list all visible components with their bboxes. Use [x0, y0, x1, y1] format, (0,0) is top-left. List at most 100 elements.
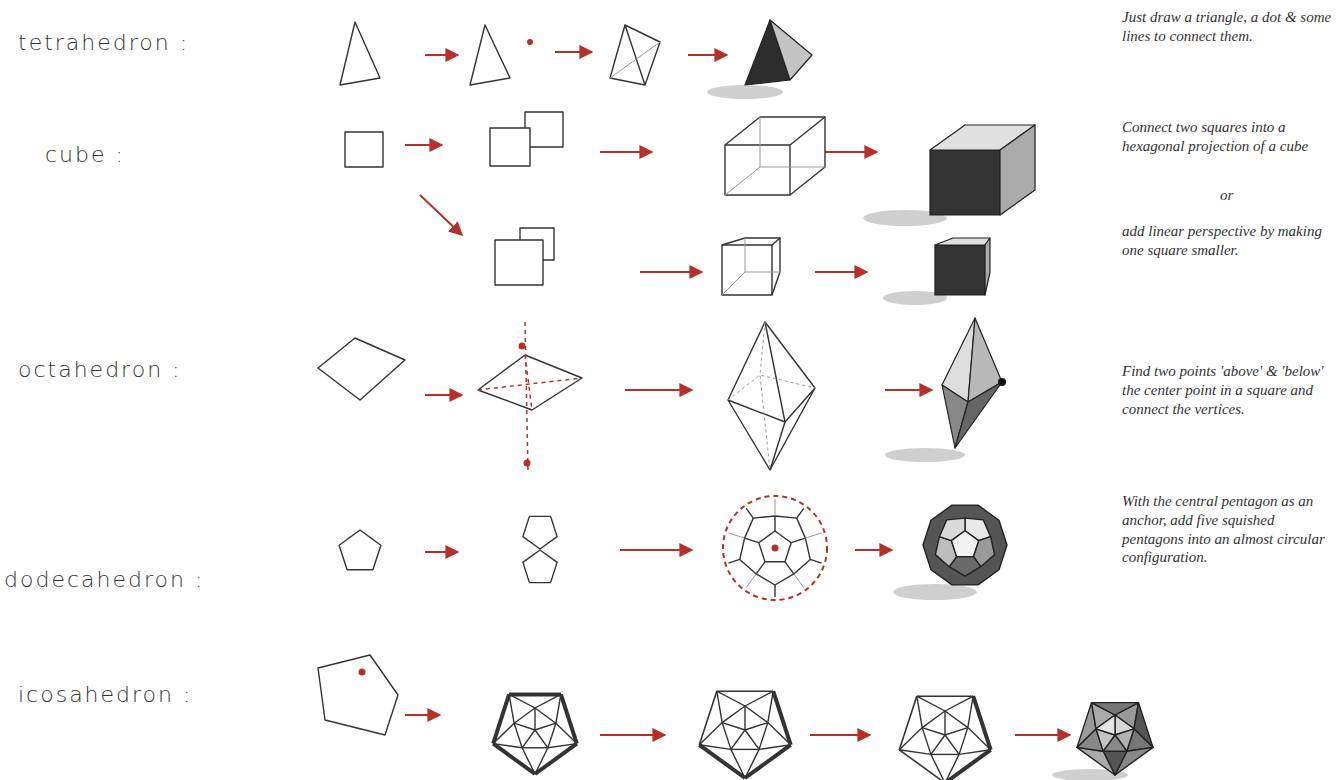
sketch-line — [534, 708, 535, 730]
sketch-line — [493, 744, 522, 748]
sketch-line — [899, 750, 931, 755]
sketch-line — [535, 748, 548, 774]
sketch-line — [509, 694, 535, 708]
sketch-face — [759, 531, 791, 562]
sketch-line — [514, 708, 535, 723]
sketch-line — [731, 730, 745, 749]
instruction-note: Find two points 'above' & 'below' the ce… — [1122, 362, 1332, 418]
sketch-line — [945, 711, 968, 728]
sketch-line — [493, 744, 535, 774]
sketch-line — [728, 533, 744, 538]
instruction-note: With the central pentagon as an anchor, … — [1122, 492, 1332, 567]
polyhedron-name: cube : — [45, 142, 125, 167]
sketch-line — [945, 735, 959, 754]
sketch-line — [944, 711, 945, 735]
sketch-line — [722, 723, 745, 730]
sketch-line — [899, 696, 917, 750]
pencil-sketches — [318, 22, 825, 735]
sketch-line — [745, 691, 773, 706]
construction-dots — [359, 39, 534, 676]
sketch-line — [785, 562, 794, 574]
sketch-line — [917, 695, 973, 697]
instruction-note: add linear perspective by making one squ… — [1122, 222, 1332, 260]
sketch-line — [556, 694, 561, 723]
sketch-line — [535, 730, 548, 748]
sketch-line — [745, 730, 759, 749]
sketch-line — [699, 745, 731, 750]
sketch-line — [931, 754, 945, 780]
sketch-line — [917, 696, 922, 727]
sketch-face — [339, 530, 381, 570]
sketch-line — [493, 694, 509, 743]
guide-circle — [723, 496, 827, 600]
sketch-line — [768, 723, 791, 745]
step-arrows — [405, 52, 1070, 735]
generated-solids — [339, 496, 1153, 780]
sketch-line — [745, 749, 759, 778]
sketch-line — [514, 723, 522, 748]
sketch-line — [699, 745, 745, 778]
sketch-line — [968, 728, 991, 750]
sketch-line — [514, 723, 535, 730]
sketch-line — [745, 538, 759, 543]
sketch-face — [951, 531, 978, 557]
sketch-line — [775, 499, 776, 516]
sketch-line — [745, 723, 768, 730]
sketch-line — [810, 559, 821, 563]
sketch-line — [548, 723, 556, 748]
sketch-line — [722, 723, 731, 750]
sketch-line — [746, 508, 753, 518]
sketch-line — [717, 691, 745, 706]
instruction-note: Just draw a triangle, a dot & some lines… — [1122, 8, 1332, 46]
sketch-line — [931, 754, 959, 755]
sketch-line — [959, 728, 968, 755]
sketch-line — [746, 574, 756, 588]
sketch-line — [922, 711, 945, 728]
shaded-solids — [707, 20, 1128, 780]
sketch-line — [945, 696, 973, 711]
sketch-line — [899, 750, 945, 780]
sketch-face — [523, 550, 557, 583]
sketch-line — [717, 690, 773, 692]
sketch-line — [522, 730, 535, 748]
sketch-line — [535, 708, 556, 723]
sketch-line — [968, 696, 973, 727]
sketch-line — [699, 691, 717, 745]
sketch-line — [945, 728, 968, 735]
polyhedron-name: tetrahedron : — [18, 30, 189, 55]
sketch-line — [728, 559, 739, 563]
instruction-note: or — [1220, 186, 1260, 205]
sketch-line — [744, 706, 745, 730]
sketch-face — [740, 516, 810, 585]
sketch-face — [923, 505, 1007, 585]
sketch-line — [509, 694, 514, 723]
sketch-line — [797, 508, 804, 518]
sketch-line — [805, 533, 821, 538]
sketch-line — [556, 723, 577, 743]
polyhedron-name: octahedron : — [18, 357, 181, 382]
sketch-line — [945, 754, 959, 780]
sketch-line — [931, 735, 945, 754]
sketch-line — [509, 692, 561, 696]
sketch-line — [731, 749, 759, 750]
sketch-line — [717, 691, 722, 722]
polyhedron-name: dodecahedron : — [4, 567, 204, 592]
sketch-line — [922, 728, 945, 735]
sketch-line — [774, 585, 775, 597]
sketch-line — [917, 696, 945, 711]
sketch-line — [774, 516, 775, 531]
sketch-line — [722, 706, 745, 723]
sketch-line — [791, 538, 805, 543]
sketch-line — [768, 691, 773, 722]
sketch-line — [522, 747, 548, 748]
center-dot — [772, 545, 779, 552]
sketch-line — [535, 723, 556, 730]
sketch-face — [1092, 703, 1139, 715]
sketch-line — [922, 728, 931, 755]
sketch-line — [535, 694, 561, 708]
construction-lines — [478, 322, 582, 472]
sketch-line — [745, 706, 768, 723]
sketch-line — [794, 574, 804, 588]
sketch-face — [523, 516, 557, 549]
sketch-line — [756, 562, 765, 574]
